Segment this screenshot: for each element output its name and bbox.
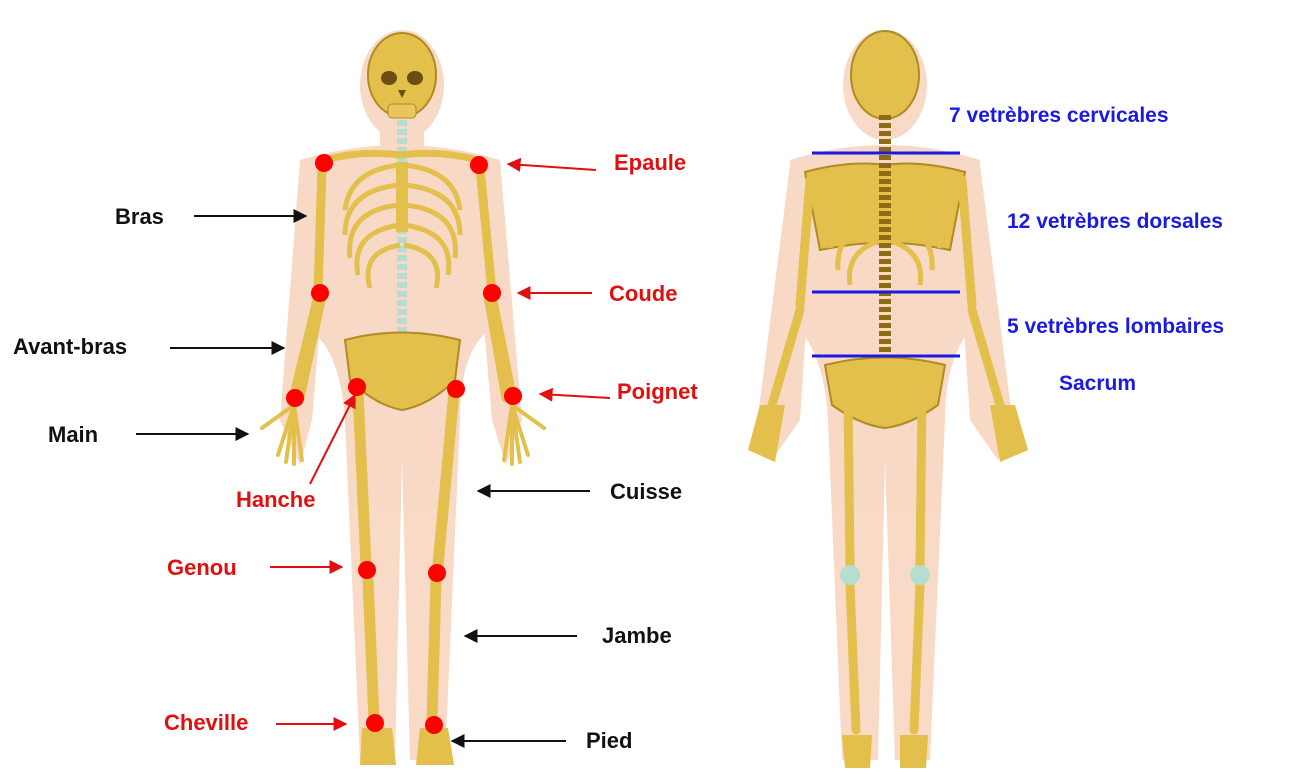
joint-dot-hip-left — [348, 378, 366, 396]
label-sacrum: Sacrum — [1059, 372, 1136, 395]
joint-dot-knee-left — [358, 561, 376, 579]
joint-dot-shoulder-right — [470, 156, 488, 174]
joint-dot-wrist-right — [504, 387, 522, 405]
joint-dot-elbow-right — [483, 284, 501, 302]
arrow-epaule — [508, 164, 596, 170]
joint-dot-shoulder-left — [315, 154, 333, 172]
label-pied: Pied — [586, 728, 632, 753]
label-jambe: Jambe — [602, 623, 672, 648]
label-cheville: Cheville — [164, 710, 248, 735]
joint-dot-elbow-left — [311, 284, 329, 302]
label-hanche: Hanche — [236, 487, 315, 512]
front-sternum — [396, 162, 408, 232]
label-cuisse: Cuisse — [610, 479, 682, 504]
arrow-poignet — [540, 394, 610, 398]
joint-dot-ankle-right — [425, 716, 443, 734]
front-skeleton-figure — [262, 30, 544, 765]
label-genou: Genou — [167, 555, 237, 580]
label-bras: Bras — [115, 204, 164, 229]
label-cervicales: 7 vetrèbres cervicales — [949, 104, 1169, 127]
label-coude: Coude — [609, 281, 677, 306]
joint-dot-ankle-left — [366, 714, 384, 732]
label-avant-bras: Avant-bras — [13, 334, 127, 359]
label-dorsales: 12 vetrèbres dorsales — [1007, 210, 1223, 233]
joint-dot-wrist-left — [286, 389, 304, 407]
label-epaule: Epaule — [614, 150, 686, 175]
front-feet — [360, 728, 454, 765]
front-skull — [368, 33, 436, 118]
back-skull — [851, 31, 919, 119]
joint-dot-hip-right — [447, 380, 465, 398]
back-knee-caps — [840, 565, 930, 585]
label-poignet: Poignet — [617, 379, 698, 404]
back-skeleton-figure — [748, 30, 1028, 768]
label-main: Main — [48, 422, 98, 447]
label-lombaires: 5 vetrèbres lombaires — [1007, 315, 1224, 338]
joint-dot-knee-right — [428, 564, 446, 582]
